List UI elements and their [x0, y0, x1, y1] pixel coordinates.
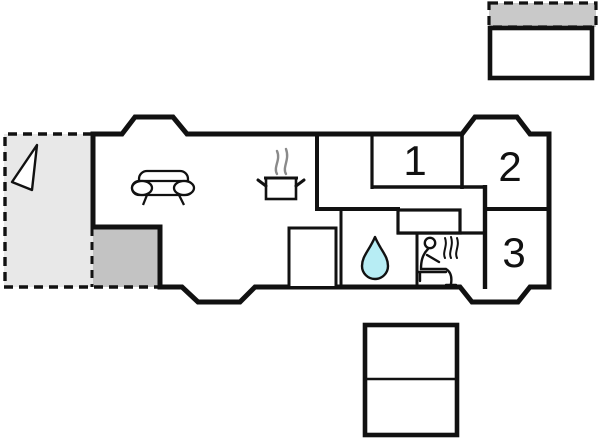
- closet-fixture: [396, 208, 462, 235]
- terrace: [3, 132, 159, 289]
- steam-icon: [443, 236, 459, 259]
- annex-bottom: [362, 322, 460, 438]
- water-drop-icon: [360, 235, 390, 281]
- room-label-2: 2: [498, 143, 522, 190]
- kitchen-unit-fixture: [287, 226, 338, 286]
- room-label-3: 3: [502, 229, 526, 276]
- terrace-light-area: [4, 134, 93, 287]
- annex-top-right: [487, 1, 598, 81]
- sauna-person-icon: [415, 236, 459, 287]
- main-building: [90, 114, 552, 305]
- annex-top-building: [487, 25, 595, 81]
- sofa-icon: [130, 169, 196, 206]
- terrace-dashed-border: [3, 132, 92, 287]
- annex-roof-dashed: [487, 1, 598, 29]
- door-swing-icon: [10, 143, 39, 192]
- room-label-1: 1: [403, 137, 427, 184]
- cooking-pot-icon: [256, 147, 306, 201]
- terrace-dark-area: [93, 227, 159, 287]
- steam-icon: [274, 147, 289, 176]
